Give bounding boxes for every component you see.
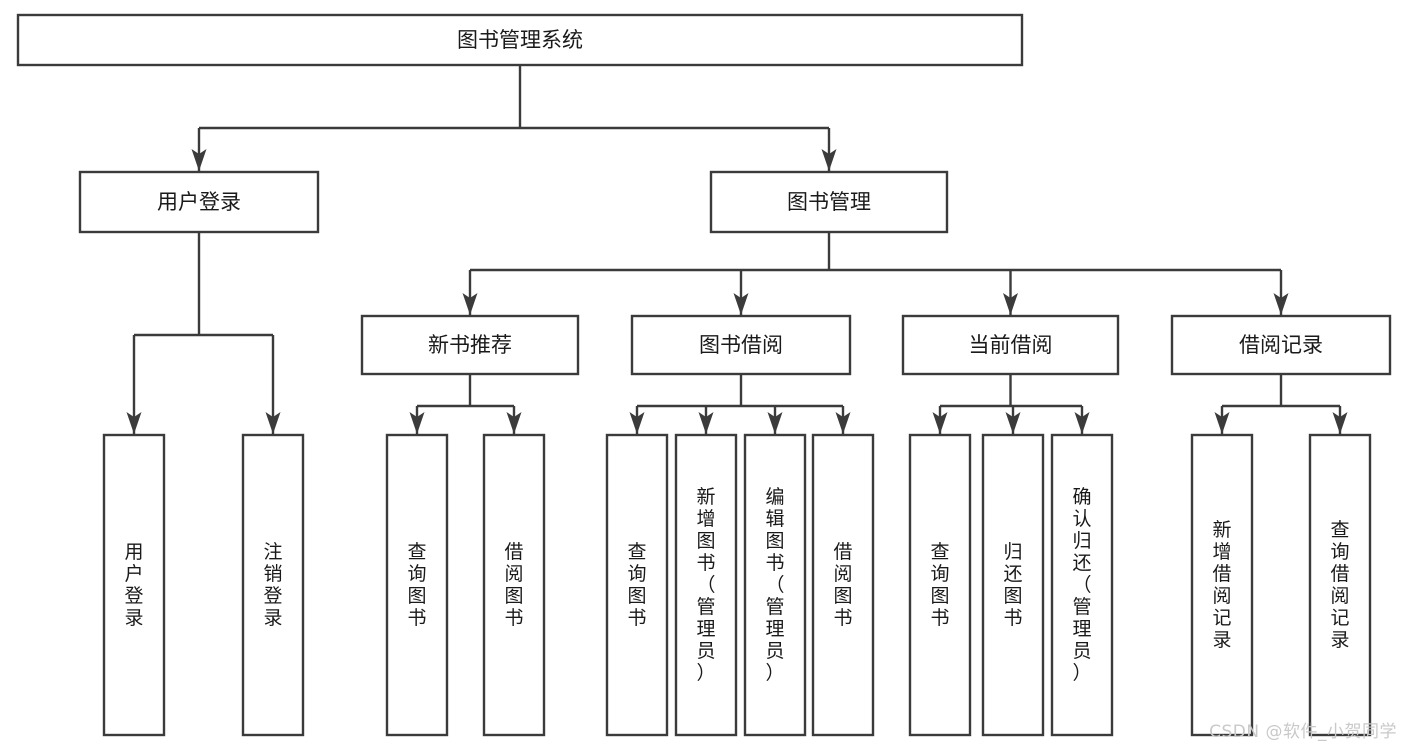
edge-current-borrow-arrow-2 — [1074, 412, 1090, 434]
node-current-borrow-label: 当前借阅 — [969, 333, 1053, 357]
node-leaf-rec-query-book-box[interactable] — [385, 433, 449, 737]
edge-user-login-arrow-0 — [126, 412, 142, 434]
edge-book-borrow-arrow-2 — [767, 412, 783, 434]
node-leaf-rec-borrow-book-box[interactable] — [482, 433, 546, 737]
node-leaf-rec-borrow-book[interactable] — [482, 433, 546, 737]
node-leaf-user-login[interactable] — [102, 433, 166, 737]
node-user-login[interactable]: 用户登录 — [78, 170, 320, 234]
edge-borrow-record-arrow-0 — [1214, 412, 1230, 434]
node-leaf-borrow-query-book[interactable] — [605, 433, 669, 737]
node-borrow-record-box[interactable] — [1170, 314, 1392, 376]
node-new-book-rec[interactable]: 新书推荐 — [360, 314, 580, 376]
edge-root-arrow-1 — [821, 149, 837, 171]
edge-book-borrow-arrow-1 — [698, 412, 714, 434]
node-book-borrow-label: 图书借阅 — [699, 333, 783, 357]
node-current-borrow-box[interactable] — [901, 314, 1120, 376]
node-leaf-add-borrow-record-box[interactable] — [1190, 433, 1254, 737]
node-current-borrow[interactable]: 当前借阅 — [901, 314, 1120, 376]
node-leaf-cur-query-book-box[interactable] — [908, 433, 972, 737]
edge-layer — [126, 65, 1348, 434]
node-leaf-logout[interactable] — [241, 433, 305, 737]
node-leaf-borrow-book-box[interactable] — [811, 433, 875, 737]
node-leaf-add-book-admin[interactable] — [674, 433, 738, 737]
node-leaf-confirm-return-admin[interactable] — [1050, 433, 1114, 737]
edge-user-login-arrow-1 — [265, 412, 281, 434]
node-leaf-borrow-book[interactable] — [811, 433, 875, 737]
edge-book-borrow-arrow-0 — [629, 412, 645, 434]
node-leaf-borrow-query-book-box[interactable] — [605, 433, 669, 737]
node-book-borrow-box[interactable] — [630, 314, 852, 376]
node-leaf-rec-query-book[interactable] — [385, 433, 449, 737]
edge-current-borrow-arrow-0 — [932, 412, 948, 434]
node-leaf-user-login-box[interactable] — [102, 433, 166, 737]
node-new-book-rec-box[interactable] — [360, 314, 580, 376]
edge-new-book-rec-arrow-0 — [409, 412, 425, 434]
node-user-login-label: 用户登录 — [157, 190, 241, 214]
edge-book-borrow-arrow-3 — [835, 412, 851, 434]
node-user-login-box[interactable] — [78, 170, 320, 234]
node-leaf-edit-book-admin-box[interactable] — [743, 433, 807, 737]
edge-borrow-record-arrow-1 — [1332, 412, 1348, 434]
edge-book-manage-arrow-2 — [1003, 293, 1018, 315]
node-root-box[interactable] — [16, 13, 1024, 67]
edge-book-manage-arrow-0 — [462, 293, 478, 315]
node-book-manage[interactable]: 图书管理 — [709, 170, 949, 234]
node-leaf-return-book[interactable] — [981, 433, 1045, 737]
node-leaf-confirm-return-admin-box[interactable] — [1050, 433, 1114, 737]
node-leaf-add-borrow-record[interactable] — [1190, 433, 1254, 737]
node-book-borrow[interactable]: 图书借阅 — [630, 314, 852, 376]
node-borrow-record-label: 借阅记录 — [1239, 333, 1323, 357]
node-borrow-record[interactable]: 借阅记录 — [1170, 314, 1392, 376]
edge-book-manage-arrow-3 — [1273, 293, 1289, 315]
node-root[interactable]: 图书管理系统 — [16, 13, 1024, 67]
edge-new-book-rec-arrow-1 — [506, 412, 522, 434]
node-root-label: 图书管理系统 — [457, 28, 583, 52]
csdn-watermark: CSDN @软件_小贺同学 — [1209, 722, 1397, 742]
node-leaf-query-borrow-record[interactable] — [1308, 433, 1372, 737]
edge-current-borrow-arrow-1 — [1005, 412, 1021, 434]
node-leaf-query-borrow-record-box[interactable] — [1308, 433, 1372, 737]
edge-root-arrow-0 — [191, 149, 207, 171]
node-leaf-logout-box[interactable] — [241, 433, 305, 737]
node-leaf-edit-book-admin[interactable] — [743, 433, 807, 737]
node-leaf-return-book-box[interactable] — [981, 433, 1045, 737]
node-book-manage-label: 图书管理 — [787, 190, 871, 214]
node-leaf-cur-query-book[interactable] — [908, 433, 972, 737]
node-book-manage-box[interactable] — [709, 170, 949, 234]
node-leaf-add-book-admin-box[interactable] — [674, 433, 738, 737]
node-new-book-rec-label: 新书推荐 — [428, 333, 512, 357]
edge-book-manage-arrow-1 — [733, 293, 749, 315]
